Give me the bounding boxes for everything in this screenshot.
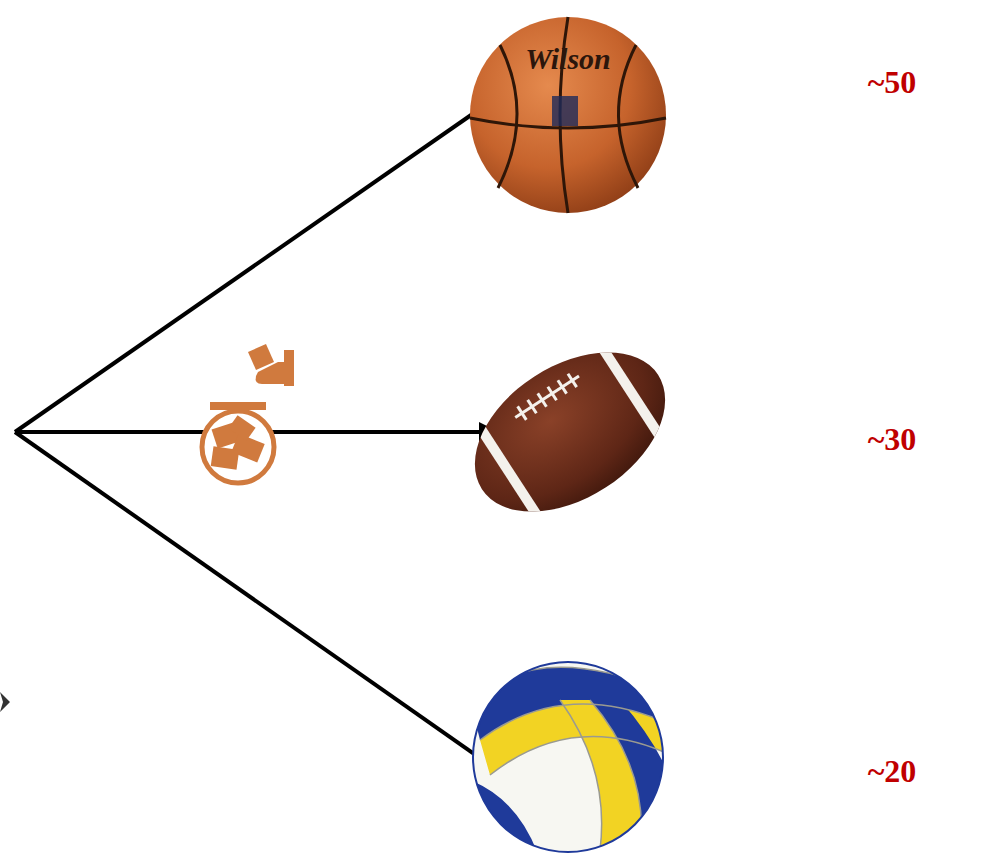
count-label: ~50 bbox=[868, 65, 917, 100]
edge-mark bbox=[0, 692, 10, 712]
arrow bbox=[15, 97, 497, 432]
american-football bbox=[444, 316, 696, 548]
basketball bbox=[470, 17, 666, 213]
lottery-icon bbox=[202, 344, 294, 483]
count-label: ~20 bbox=[868, 754, 917, 789]
volleyball bbox=[470, 662, 681, 855]
arrow bbox=[15, 432, 497, 770]
count-label: ~30 bbox=[868, 422, 917, 457]
brand-mark: Wilson bbox=[525, 42, 611, 75]
branch-arrows bbox=[15, 97, 497, 770]
